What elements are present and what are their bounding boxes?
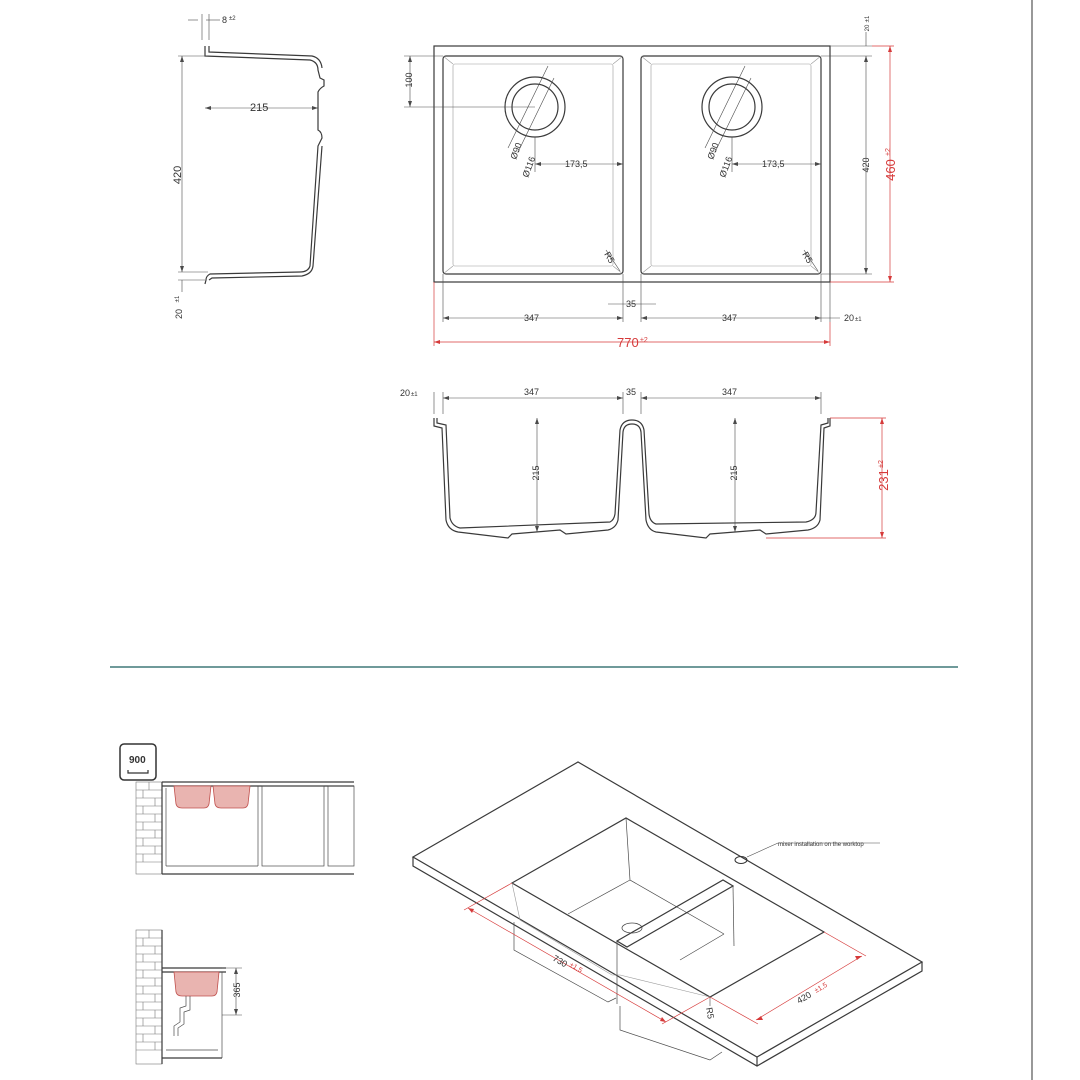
side-section-view: 8 ±2 215 420 20 ±1 — [172, 14, 325, 319]
install-height-label: 365 — [232, 982, 242, 997]
top-bowl-depth: 420 — [861, 157, 871, 172]
isometric-view: mixer installation on the worktop 730 ±1… — [411, 761, 924, 1067]
top-total-depth: 460 — [883, 159, 898, 181]
cabinet-badge-label: 900 — [129, 755, 146, 766]
mixer-note: mixer installation on the worktop — [778, 842, 864, 848]
right-corner-radius: R5 — [800, 250, 814, 265]
front-section-view: 347 347 35 20 ±1 215 215 231 ±2 — [400, 387, 891, 539]
left-drain-d90: Ø90 — [508, 141, 523, 160]
front-total-height: 231 — [876, 469, 891, 491]
iso-drain — [621, 922, 643, 934]
front-total-height-tol: ±2 — [878, 460, 885, 468]
left-drain-offset-x: 173,5 — [565, 159, 588, 169]
right-drain-outer — [701, 76, 763, 138]
top-total-width: 770 — [617, 335, 639, 350]
top-total-depth-tol: ±2 — [885, 148, 892, 156]
front-left-bowl-width: 347 — [524, 387, 539, 397]
top-right-bowl-width: 347 — [722, 313, 737, 323]
mixer-hole — [734, 856, 748, 864]
top-total-width-tol: ±2 — [640, 337, 648, 344]
right-drain-inner — [708, 83, 756, 131]
side-rim-tol: ±1 — [175, 295, 181, 302]
side-depth-label: 215 — [250, 102, 268, 114]
top-view: Ø90 Ø116 Ø90 Ø116 173,5 173,5 100 R5 R5 … — [404, 15, 898, 350]
iso-radius: R5 — [704, 1007, 716, 1020]
left-corner-radius: R5 — [602, 250, 616, 265]
top-side-rim: 20 — [844, 313, 854, 323]
cabinet-elevation-view: 900 — [119, 743, 355, 875]
cutout-depth: 420 — [795, 990, 813, 1006]
front-right-depth: 215 — [729, 465, 739, 480]
right-drain-offset-x: 173,5 — [762, 159, 785, 169]
front-divider-width: 35 — [626, 387, 636, 397]
top-rim-label: 20 — [865, 24, 871, 31]
side-rim-label: 20 — [174, 309, 184, 319]
brick-pattern-1 — [136, 782, 162, 863]
side-lip-top-label: 8 — [222, 15, 227, 25]
front-right-bowl-width: 347 — [722, 387, 737, 397]
front-rim-tol: ±1 — [411, 392, 418, 398]
elevation-sink — [173, 971, 220, 997]
top-divider-width: 35 — [626, 299, 636, 309]
right-drain-d90: Ø90 — [705, 141, 720, 160]
brick-pattern-2 — [136, 930, 162, 1051]
front-rim: 20 — [400, 388, 410, 398]
cabinet-sink-right — [212, 785, 251, 809]
front-left-depth: 215 — [531, 465, 541, 480]
side-height-label: 420 — [172, 166, 184, 184]
top-left-bowl-width: 347 — [524, 313, 539, 323]
right-drain-d116: Ø116 — [717, 155, 734, 178]
drain-offset-y: 100 — [404, 72, 414, 87]
top-rim-tol: ±1 — [865, 15, 871, 22]
left-drain-d116: Ø116 — [520, 155, 537, 178]
cabinet-sink-left — [173, 785, 212, 809]
side-elevation-view: 365 — [135, 929, 242, 1065]
side-lip-top-tol: ±2 — [229, 16, 236, 22]
cabinet-badge — [119, 743, 157, 781]
top-side-rim-tol: ±1 — [855, 317, 862, 323]
